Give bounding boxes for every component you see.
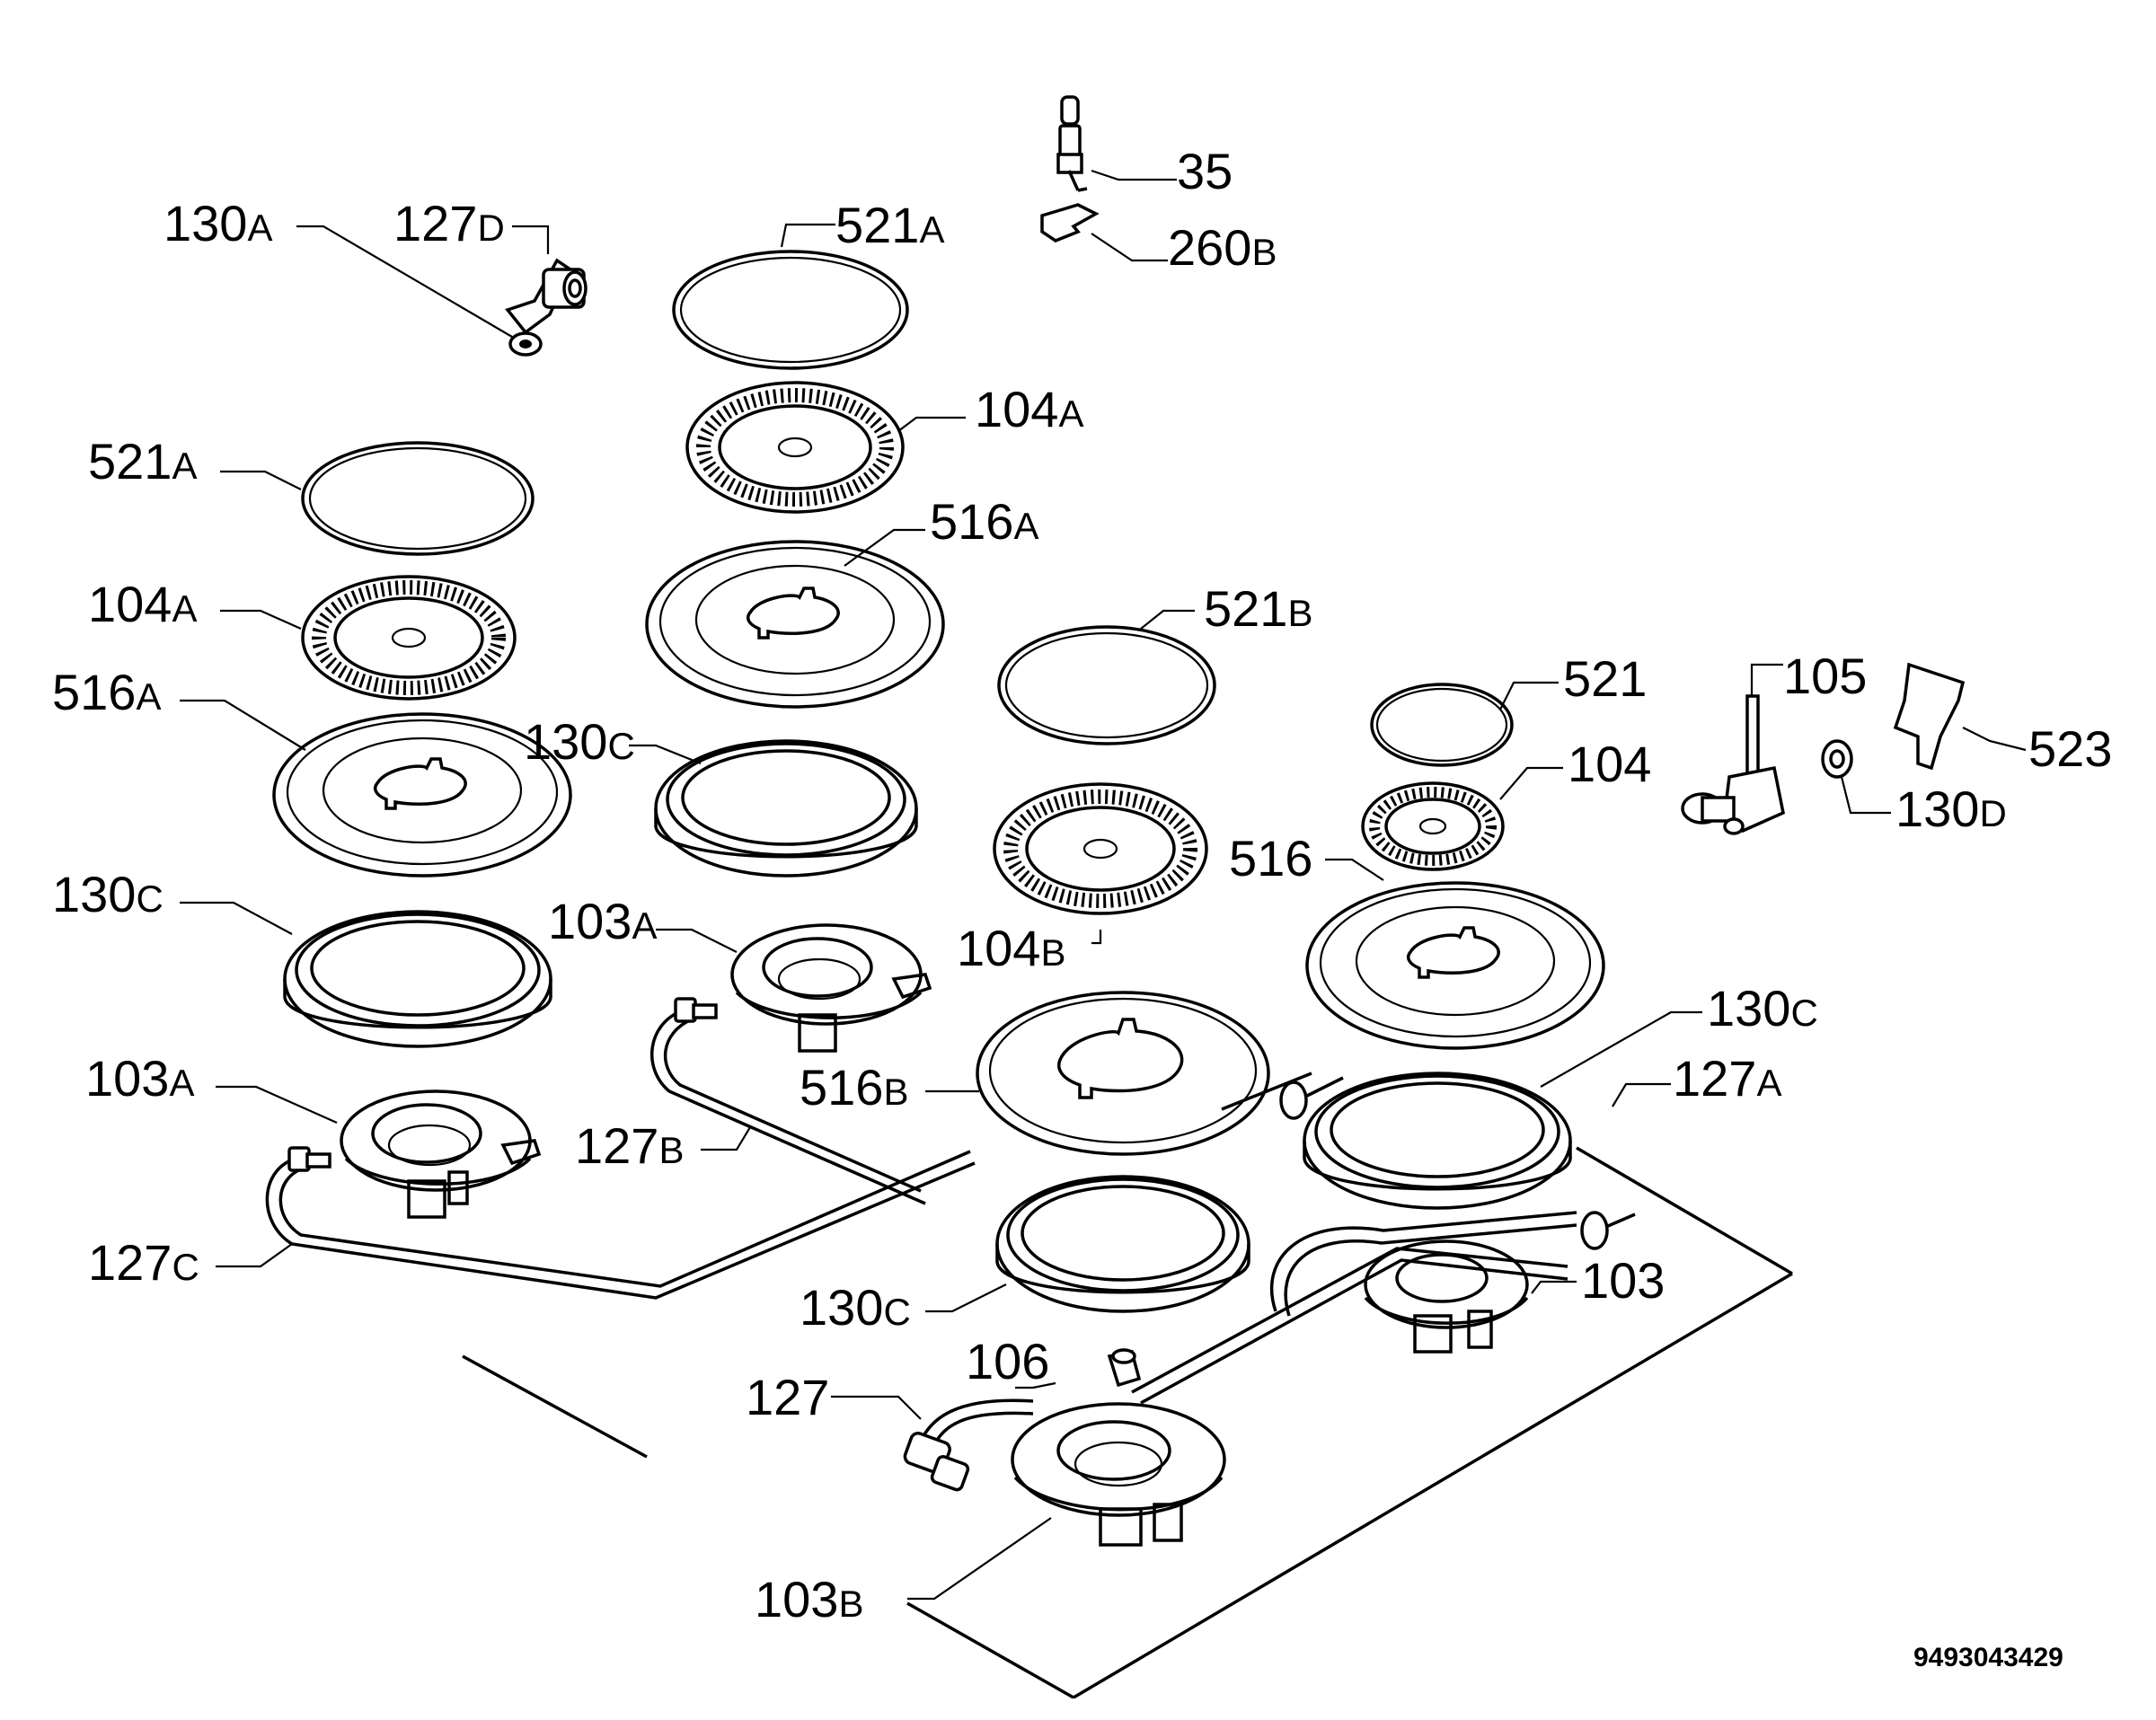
burner-stack-right (1303, 683, 1605, 1354)
label-103b: 103B (755, 1571, 863, 1627)
burner-cap-ring-521a (301, 441, 535, 556)
label-127b: 127B (575, 1117, 684, 1174)
cap-516b (976, 991, 1270, 1156)
label-130c-front: 130C (52, 866, 163, 922)
burner-cap-ring-521b (997, 625, 1216, 745)
label-260b: 260B (1168, 219, 1277, 276)
label-130d: 130D (1895, 781, 2007, 837)
label-516a-front: 516A (52, 664, 161, 720)
label-130c-right: 130C (1707, 980, 1818, 1036)
burner-body-103a (340, 1089, 542, 1219)
label-127c: 127C (88, 1234, 199, 1291)
label-521: 521 (1563, 650, 1647, 707)
burner-crown-104a-rear (685, 381, 905, 514)
part-labels: 130A 127D 521A 35 260B 521A 104A 104A 51… (52, 143, 2112, 1672)
cap-516a (272, 712, 572, 878)
burner-crown-104 (1361, 781, 1505, 871)
gas-pipes (265, 1009, 1636, 1492)
burner-body-103 (1364, 1239, 1529, 1354)
label-516b: 516B (800, 1059, 908, 1116)
label-521a-front: 521A (88, 433, 197, 490)
thermocouple-35 (1056, 95, 1088, 192)
injector-nozzle-127c (287, 1146, 331, 1172)
burner-stack-rear-left (645, 250, 945, 1053)
burner-cap-ring-521 (1370, 683, 1514, 767)
label-127: 127 (746, 1369, 829, 1425)
burner-crown-104a (301, 575, 517, 701)
label-130c-center: 130C (800, 1279, 911, 1336)
cap-516a-rear (645, 540, 945, 709)
burner-cap-ring-521a-rear (672, 250, 909, 370)
burner-stack-center (976, 625, 1270, 1547)
label-130c-rear: 130C (524, 713, 635, 770)
label-521a-rear: 521A (835, 197, 944, 253)
label-104a-front: 104A (88, 576, 197, 632)
bracket-523 (1893, 662, 1966, 771)
washer-130a (508, 331, 543, 357)
burner-body-103a-rear (730, 923, 932, 1053)
label-105: 105 (1783, 648, 1867, 704)
label-516: 516 (1229, 830, 1312, 886)
burner-stack-front-left (272, 441, 572, 1219)
washer-130d (1821, 739, 1853, 779)
label-516a-rear: 516A (930, 493, 1038, 550)
cap-516 (1305, 881, 1605, 1050)
label-127a: 127A (1673, 1050, 1781, 1107)
clip-260b (1040, 203, 1100, 243)
label-521b: 521B (1204, 580, 1312, 637)
label-104: 104 (1568, 736, 1651, 792)
label-103a-front: 103A (85, 1050, 194, 1107)
label-130a: 130A (163, 195, 272, 251)
burner-body-103b (1011, 1402, 1226, 1547)
injector-106 (1107, 1348, 1142, 1388)
label-103: 103 (1581, 1252, 1665, 1309)
reference-number: 9493043429 (1913, 1643, 2063, 1672)
label-523: 523 (2028, 720, 2112, 777)
label-103a-rear: 103A (548, 893, 657, 949)
label-106: 106 (966, 1333, 1049, 1389)
injector-nozzle-127b (674, 997, 718, 1023)
elbow-fitting-127d (505, 258, 588, 335)
leader-lines (180, 169, 2027, 1601)
label-127d: 127D (393, 195, 505, 251)
burner-crown-104b (993, 782, 1208, 915)
label-35: 35 (1177, 143, 1233, 199)
hob-outline (462, 1146, 1793, 1699)
label-104b: 104B (957, 920, 1065, 976)
gas-valve-105 (1681, 694, 1785, 835)
label-104a-rear: 104A (975, 381, 1083, 437)
